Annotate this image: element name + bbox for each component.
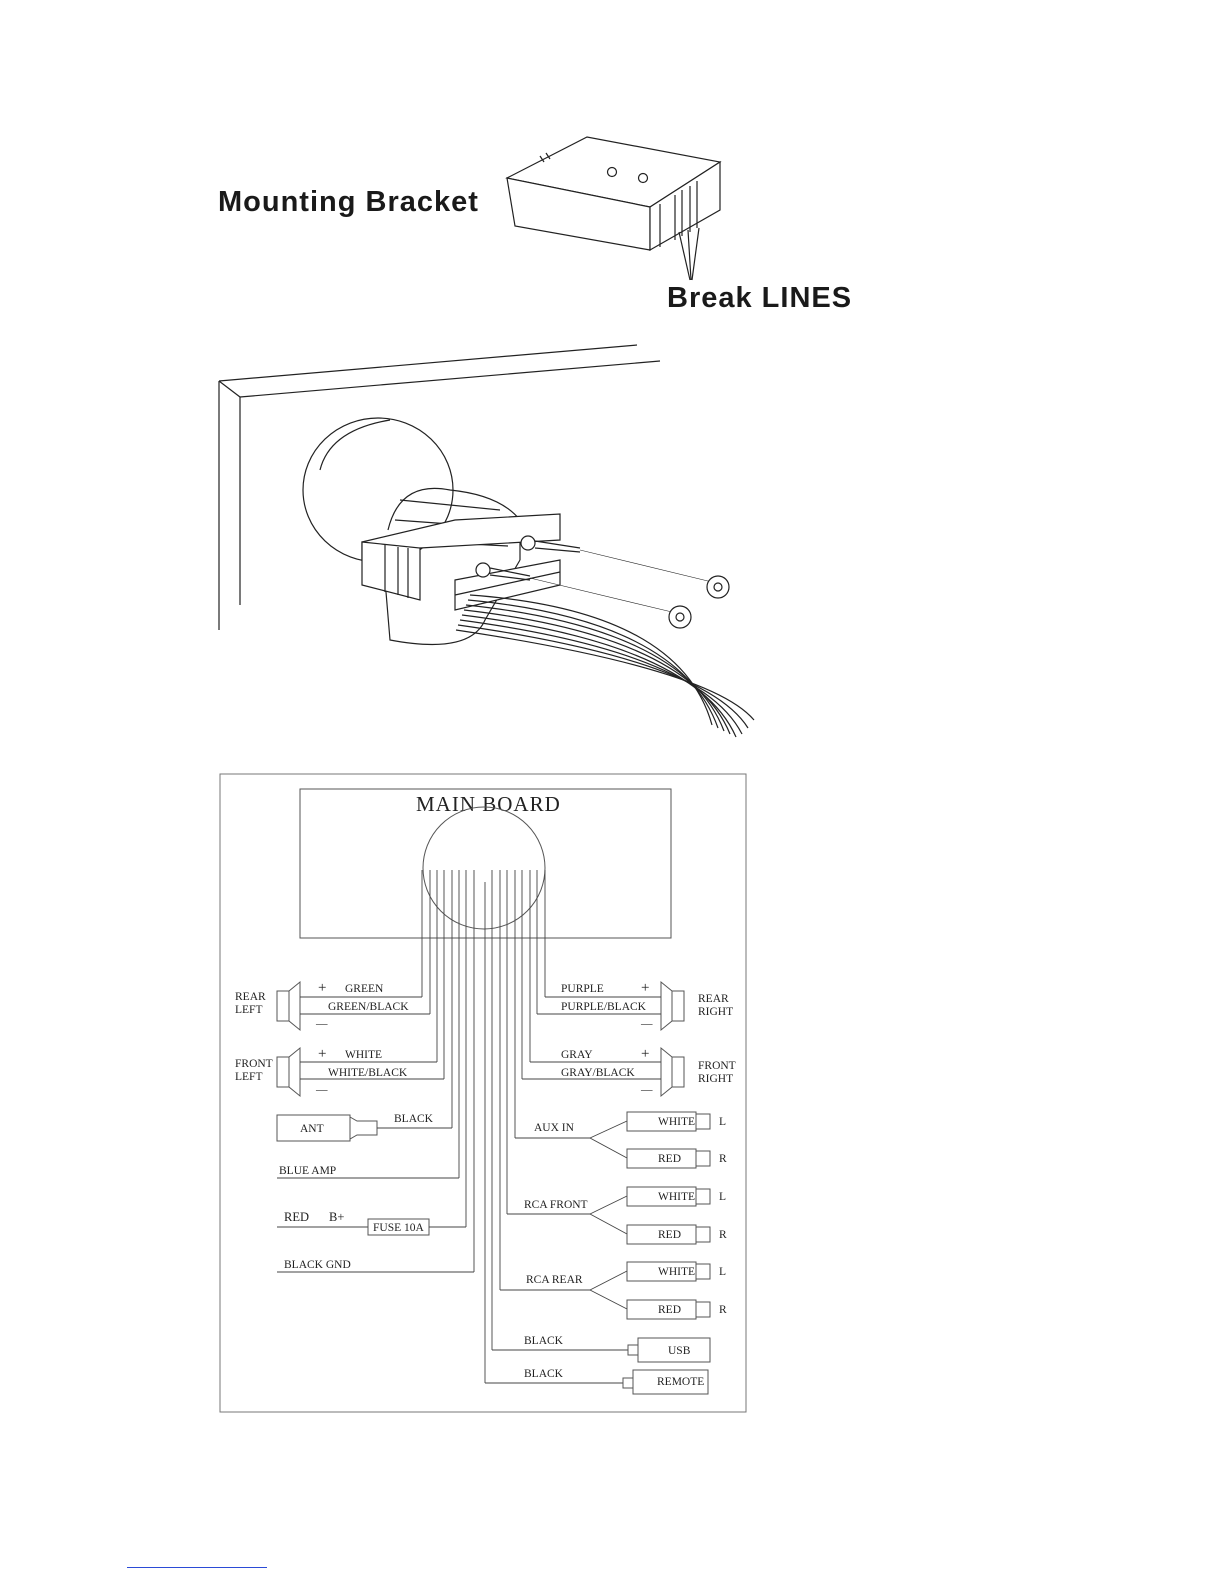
aux-in-left: WHITE [658,1116,695,1128]
rca-rear-right: RED [658,1304,681,1316]
wire-bundle [421,870,546,1383]
front-right-pos-wire: GRAY [561,1049,593,1061]
rear-left-label-1: REAR [235,991,266,1003]
wiring-diagram: MAIN BOARD REAR [219,773,747,1413]
bracket-drawing [505,136,722,252]
rca-front-r: R [719,1229,727,1241]
front-right-speaker-group: FRONT RIGHT GRAY + GRAY/BLACK — [522,1046,736,1098]
rear-right-label-1: REAR [698,993,729,1005]
plus-sign: + [641,980,649,996]
front-left-speaker-group: FRONT LEFT + WHITE WHITE/BLACK — [235,1046,444,1098]
minus-sign: — [640,1018,653,1030]
rear-left-pos-wire: GREEN [345,983,384,995]
rca-front-l: L [719,1191,726,1203]
blue-amp-group: BLUE AMP [277,1165,459,1179]
break-lines-label: Break LINES [667,282,852,314]
rca-front-label: RCA FRONT [524,1199,588,1211]
ground-group: BLACK GND [277,1259,474,1273]
ant-wire-label: BLACK [394,1113,434,1125]
antenna-group: ANT BLACK [276,1113,452,1142]
rear-left-speaker-group: REAR LEFT + GREEN GREEN/BLACK — [235,980,430,1032]
plus-sign: + [318,1046,326,1062]
aux-in-label: AUX IN [534,1122,575,1134]
break-line-pointers [678,227,700,281]
ground-label: BLACK GND [284,1259,351,1271]
minus-sign: — [315,1084,328,1096]
rear-right-pos-wire: PURPLE [561,983,604,995]
front-left-label-2: LEFT [235,1071,262,1083]
aux-in-r: R [719,1153,727,1165]
aux-in-l: L [719,1116,726,1128]
blue-amp-label: BLUE AMP [279,1165,336,1177]
remote-plug [632,1369,709,1395]
connector-circle [422,806,546,930]
rca-rear-l: L [719,1266,726,1278]
rca-rear-left: WHITE [658,1266,695,1278]
b-plus-label: B+ [329,1210,344,1224]
usb-group: BLACK USB [492,1335,711,1363]
rear-right-speaker-group: REAR RIGHT PURPLE + PURPLE/BLACK — [537,980,733,1032]
footer-rule [127,1567,267,1568]
plus-sign: + [318,980,326,996]
front-left-neg-wire: WHITE/BLACK [328,1067,408,1079]
usb-plug [637,1337,711,1363]
front-right-neg-wire: GRAY/BLACK [561,1067,635,1079]
rear-right-label-2: RIGHT [698,1006,733,1018]
rear-left-neg-wire: GREEN/BLACK [328,1001,409,1013]
fuse-label: FUSE 10A [373,1222,424,1234]
mounting-bracket-label: Mounting Bracket [218,186,479,218]
rear-right-neg-wire: PURPLE/BLACK [561,1001,647,1013]
ant-plug [276,1114,351,1142]
usb-label: USB [668,1345,691,1357]
plus-sign: + [641,1046,649,1062]
main-board-label: MAIN BOARD [416,792,561,816]
front-right-label-1: FRONT [698,1060,736,1072]
rca-rear-label: RCA REAR [526,1274,583,1286]
minus-sign: — [315,1018,328,1030]
power-wire-label: RED [284,1210,309,1224]
rca-rear-group: RCA REAR WHITE RED L R [500,1261,727,1320]
aux-in-group: AUX IN WHITE RED L R [515,1111,727,1169]
front-right-speaker-icon [671,1056,685,1088]
mounting-bracket-figure: Mounting Bracket Break LINES [218,136,852,314]
usb-wire-label: BLACK [524,1335,564,1347]
aux-in-right: RED [658,1153,681,1165]
main-board-box [299,788,672,939]
rca-front-left: WHITE [658,1191,695,1203]
rear-right-speaker-icon [671,990,685,1022]
remote-label: REMOTE [657,1376,704,1388]
wiring-frame [219,773,747,1413]
ant-label: ANT [300,1123,324,1135]
rca-front-right: RED [658,1229,681,1241]
front-left-speaker-icon [276,1056,290,1088]
rca-rear-r: R [719,1304,727,1316]
rear-left-speaker-icon [276,990,290,1022]
power-group: RED B+ FUSE 10A [277,1210,466,1236]
installation-illustration [218,344,755,738]
minus-sign: — [640,1084,653,1096]
front-left-pos-wire: WHITE [345,1049,382,1061]
remote-wire-label: BLACK [524,1368,564,1380]
remote-group: BLACK REMOTE [485,1368,709,1395]
front-right-label-2: RIGHT [698,1073,733,1085]
rca-front-group: RCA FRONT WHITE RED L R [507,1186,727,1245]
front-left-label-1: FRONT [235,1058,273,1070]
rear-left-label-2: LEFT [235,1004,262,1016]
